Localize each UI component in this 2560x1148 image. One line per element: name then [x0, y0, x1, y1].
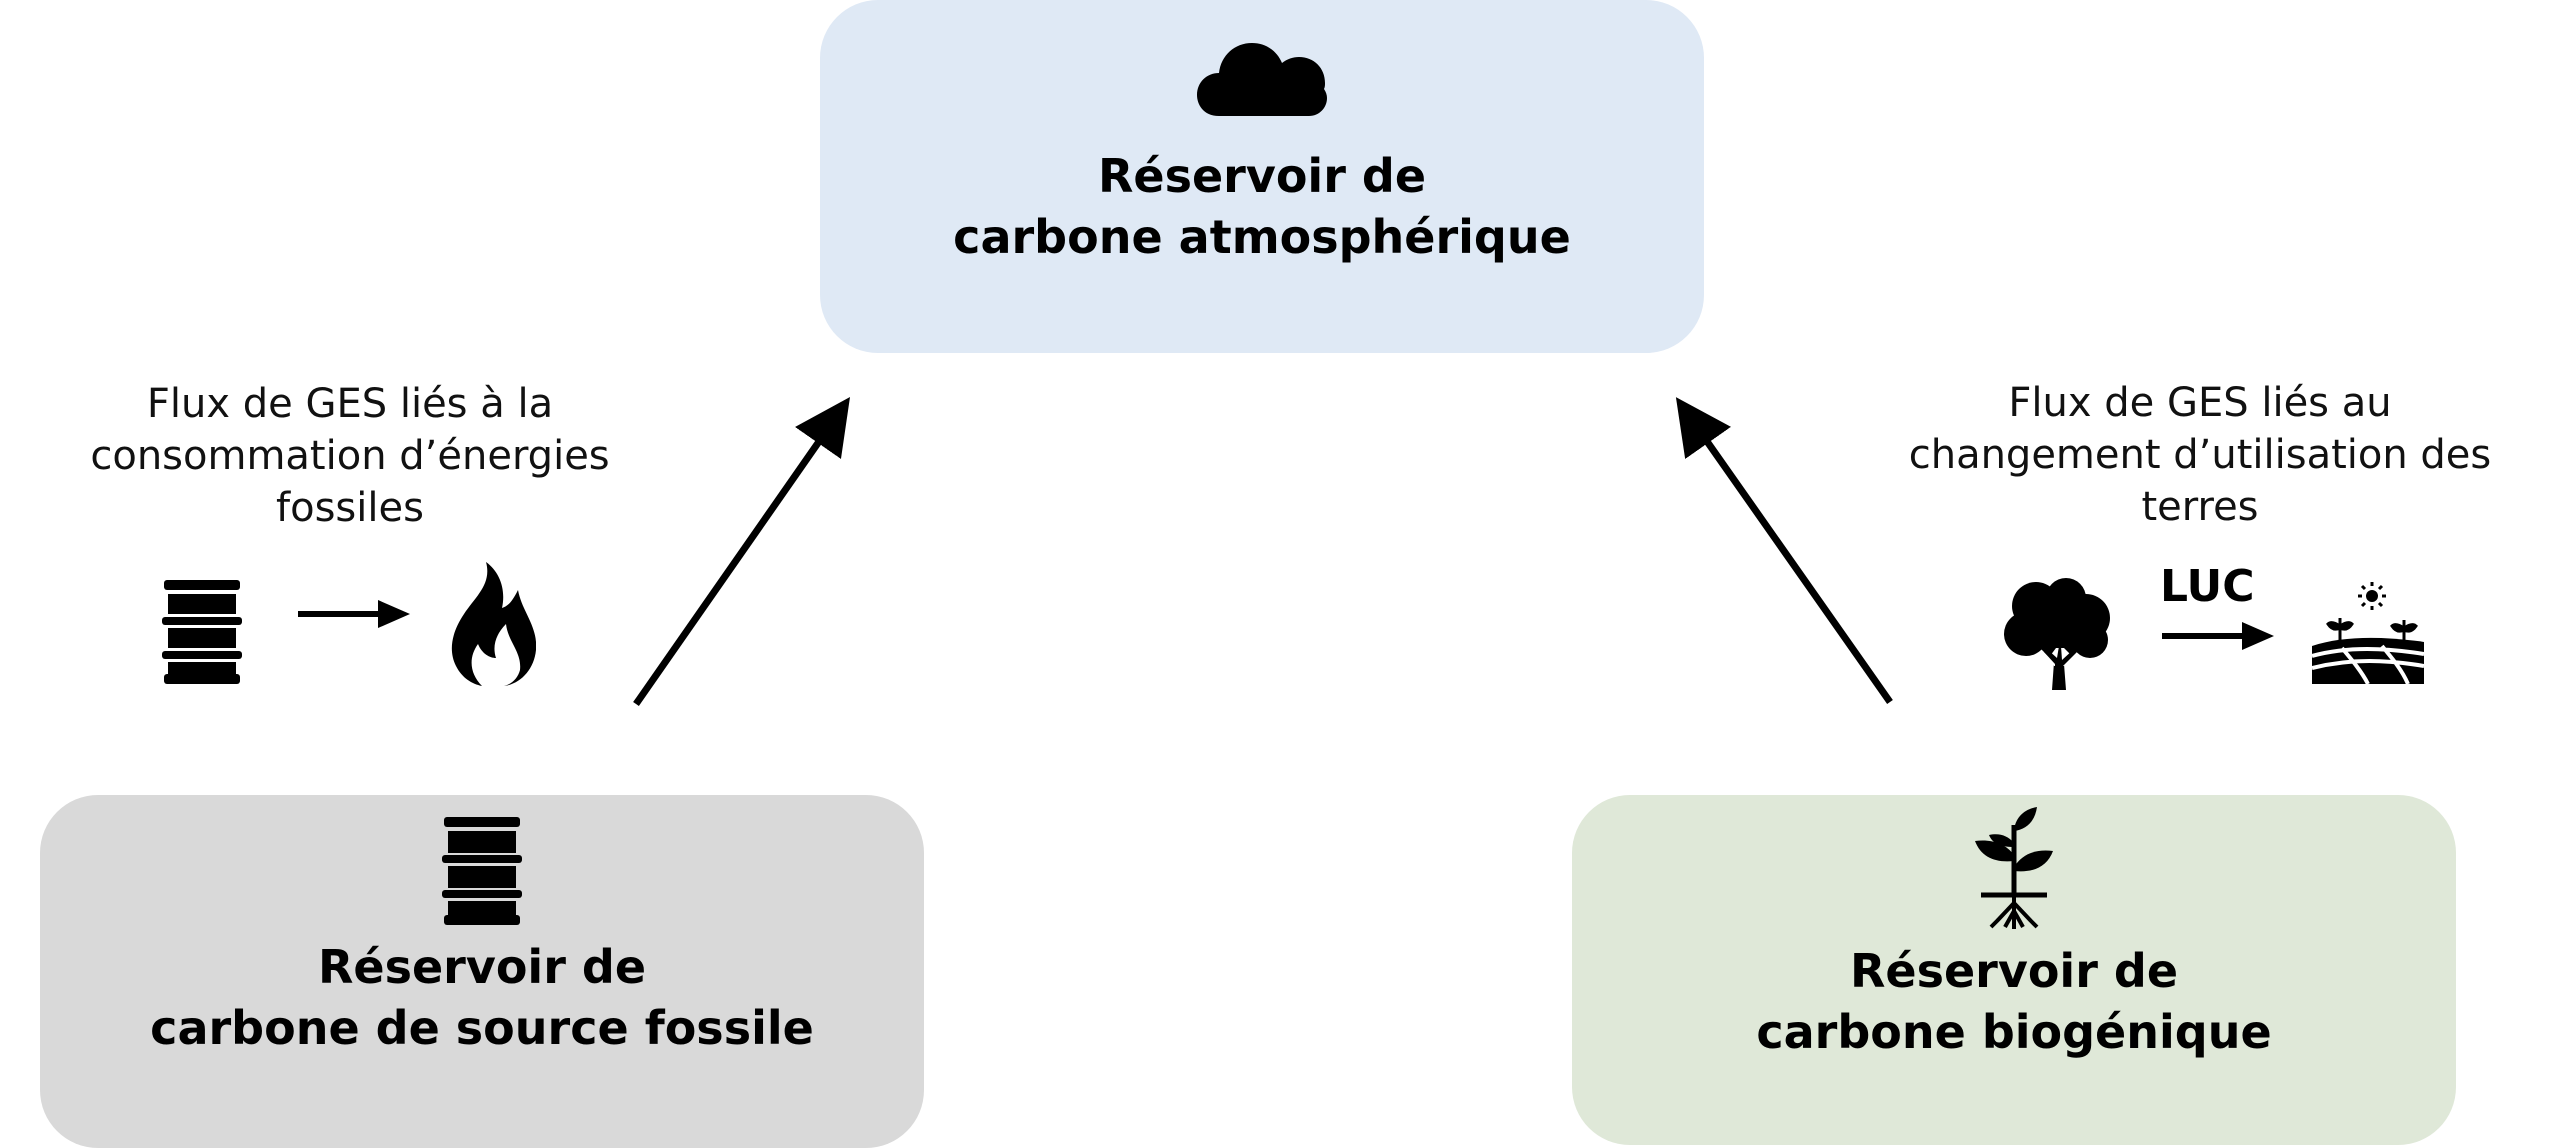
tree-icon: [2004, 578, 2112, 690]
atmospheric-reservoir-box: Réservoir de carbone atmosphérique: [820, 0, 1704, 353]
biogenic-title-line1: Réservoir de: [1849, 944, 2179, 998]
biogenic-reservoir-box: Réservoir de carbone biogénique: [1572, 795, 2456, 1145]
fossil-title-line2: carbone de source fossile: [150, 1001, 814, 1055]
fossil-flux-line1: Flux de GES liés à la: [146, 381, 554, 427]
land-use-flux-label: Flux de GES liés au changement d’utilisa…: [1870, 377, 2530, 533]
arrow-right-icon: [298, 598, 410, 630]
fossil-title-line1: Réservoir de: [317, 940, 647, 994]
atmospheric-title-line2: carbone atmosphérique: [953, 210, 1571, 264]
fossil-flux-line3: fossiles: [276, 485, 424, 531]
land-use-flux-line1: Flux de GES liés au: [2008, 380, 2392, 426]
fossil-flux-line2: consommation d’énergies: [90, 433, 610, 479]
biogenic-title-line2: carbone biogénique: [1756, 1005, 2272, 1059]
cloud-icon: [1197, 38, 1327, 118]
land-use-flux-line2: changement d’utilisation des: [1908, 432, 2492, 478]
flame-icon: [446, 562, 536, 686]
atmospheric-title-line1: Réservoir de: [1097, 149, 1427, 203]
oil-barrel-icon: [442, 817, 522, 925]
fossil-flux-label: Flux de GES liés à la consommation d’éne…: [30, 378, 670, 534]
farmland-icon: [2312, 580, 2424, 684]
arrow-right-icon: [2162, 620, 2274, 652]
fossil-to-atmosphere-arrow: [633, 397, 851, 707]
fossil-reservoir-box: Réservoir de carbone de source fossile: [40, 795, 924, 1148]
oil-barrel-icon: [162, 580, 242, 684]
land-use-flux-line3: terres: [2141, 484, 2259, 530]
sprout-icon: [1971, 805, 2057, 931]
biogenic-to-atmosphere-arrow: [1675, 397, 1893, 705]
luc-arrow-label: LUC: [2160, 561, 2255, 612]
